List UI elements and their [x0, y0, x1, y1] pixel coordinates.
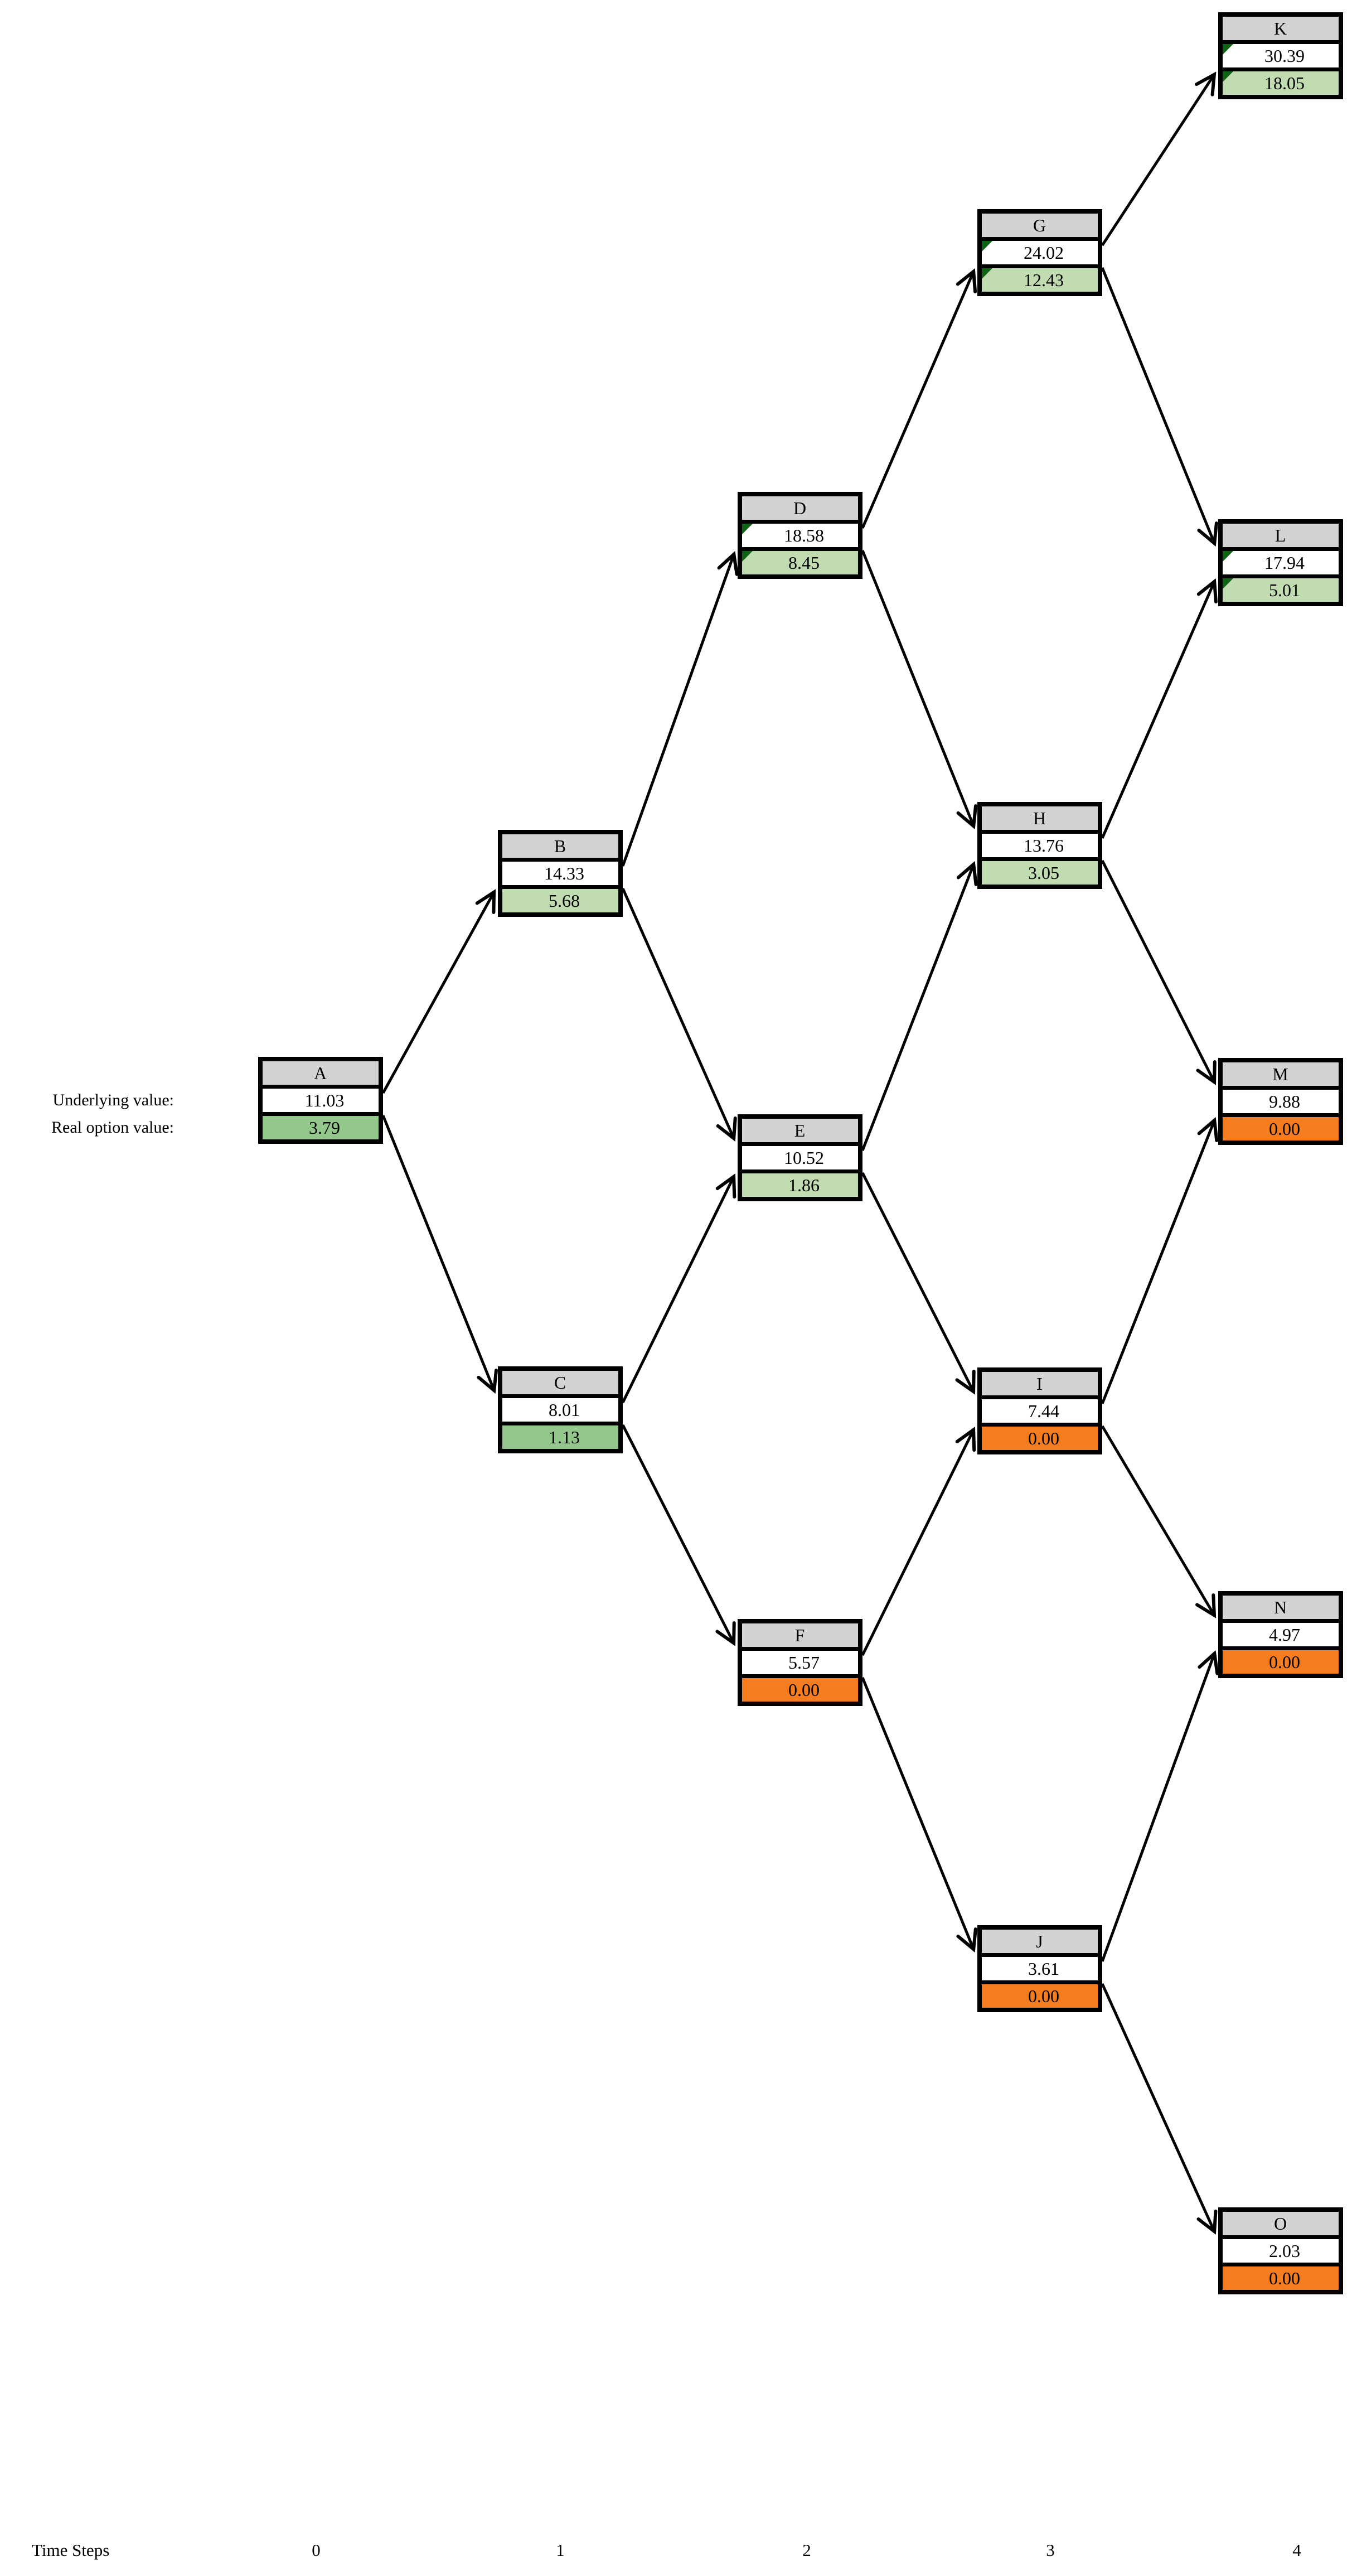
- node-letter: G: [982, 214, 1098, 237]
- real-option-value: 0.00: [1223, 1650, 1339, 1674]
- node-letter: L: [1223, 524, 1339, 547]
- edge-E-to-H: [861, 863, 974, 1151]
- underlying-value: 3.61: [982, 1957, 1098, 1980]
- edge-B-to-E: [621, 887, 734, 1139]
- underlying-value: 4.97: [1223, 1623, 1339, 1646]
- real-option-value-label: Real option value:: [51, 1118, 174, 1137]
- edge-B-to-D: [621, 553, 734, 867]
- node-letter: O: [1223, 2212, 1339, 2235]
- edge-D-to-G: [861, 270, 974, 529]
- edge-G-to-L: [1101, 267, 1215, 544]
- axis-tick-0: 0: [312, 2540, 321, 2560]
- edge-C-to-E: [621, 1176, 734, 1404]
- underlying-value: 10.52: [742, 1146, 858, 1169]
- real-option-value: 3.79: [263, 1116, 379, 1139]
- real-option-value: 0.00: [982, 1984, 1098, 2008]
- edge-J-to-O: [1101, 1983, 1215, 2232]
- edge-E-to-I: [861, 1172, 974, 1393]
- axis-tick-3: 3: [1046, 2540, 1055, 2560]
- underlying-value: 18.58: [742, 524, 858, 547]
- underlying-value: 9.88: [1223, 1090, 1339, 1113]
- edge-A-to-B: [381, 891, 496, 1094]
- tree-node-D: D 18.58 8.45: [738, 492, 862, 579]
- cell-corner-flag-icon: [742, 524, 753, 534]
- real-option-value: 1.86: [742, 1173, 858, 1197]
- edge-D-to-H: [861, 550, 974, 827]
- tree-node-N: N 4.97 0.00: [1218, 1591, 1343, 1678]
- node-letter: I: [982, 1372, 1098, 1395]
- tree-node-C: C 8.01 1.13: [498, 1366, 623, 1453]
- axis-tick-4: 4: [1292, 2540, 1301, 2560]
- cell-corner-flag-icon: [1223, 71, 1233, 82]
- tree-node-M: M 9.88 0.00: [1218, 1058, 1343, 1145]
- underlying-value: 13.76: [982, 834, 1098, 857]
- edge-J-to-N: [1101, 1652, 1215, 1962]
- real-option-value: 18.05: [1223, 71, 1339, 95]
- real-option-value: 5.68: [502, 889, 618, 912]
- tree-node-O: O 2.03 0.00: [1218, 2207, 1343, 2294]
- edge-H-to-L: [1101, 581, 1215, 839]
- axis-tick-2: 2: [802, 2540, 811, 2560]
- edge-F-to-J: [861, 1677, 974, 1950]
- real-option-value: 8.45: [742, 551, 858, 574]
- tree-node-H: H 13.76 3.05: [977, 802, 1102, 889]
- real-option-value: 12.43: [982, 268, 1098, 292]
- real-option-value: 0.00: [982, 1427, 1098, 1450]
- real-option-value: 0.00: [1223, 1117, 1339, 1140]
- underlying-value: 11.03: [263, 1089, 379, 1112]
- cell-corner-flag-icon: [1223, 551, 1233, 562]
- cell-corner-flag-icon: [982, 268, 992, 279]
- node-letter: A: [263, 1061, 379, 1085]
- node-letter: E: [742, 1119, 858, 1142]
- edge-I-to-N: [1101, 1425, 1215, 1616]
- underlying-value: 7.44: [982, 1399, 1098, 1423]
- underlying-value: 5.57: [742, 1651, 858, 1674]
- tree-node-I: I 7.44 0.00: [977, 1367, 1102, 1454]
- time-steps-axis-title: Time Steps: [32, 2540, 110, 2560]
- edge-C-to-F: [621, 1424, 734, 1644]
- edge-A-to-C: [381, 1115, 495, 1391]
- edge-H-to-M: [1101, 859, 1215, 1083]
- cell-corner-flag-icon: [1223, 44, 1233, 55]
- tree-node-G: G 24.02 12.43: [977, 209, 1102, 296]
- underlying-value: 8.01: [502, 1398, 618, 1422]
- real-option-value: 5.01: [1223, 578, 1339, 602]
- node-letter: H: [982, 806, 1098, 830]
- real-option-value: 3.05: [982, 861, 1098, 885]
- node-letter: D: [742, 496, 858, 520]
- cell-corner-flag-icon: [1223, 578, 1233, 589]
- tree-node-K: K 30.39 18.05: [1218, 12, 1343, 99]
- edge-G-to-K: [1101, 74, 1215, 247]
- node-letter: C: [502, 1371, 618, 1394]
- underlying-value: 30.39: [1223, 44, 1339, 67]
- tree-node-J: J 3.61 0.00: [977, 1925, 1102, 2012]
- tree-node-A: A 11.03 3.79: [258, 1057, 383, 1144]
- underlying-value: 24.02: [982, 241, 1098, 264]
- tree-node-E: E 10.52 1.86: [738, 1114, 862, 1201]
- tree-node-B: B 14.33 5.68: [498, 830, 623, 917]
- real-option-value: 1.13: [502, 1425, 618, 1449]
- real-option-value: 0.00: [742, 1678, 858, 1702]
- underlying-value-label: Underlying value:: [52, 1091, 174, 1109]
- node-letter: K: [1223, 17, 1339, 40]
- underlying-value: 17.94: [1223, 551, 1339, 574]
- node-letter: M: [1223, 1062, 1339, 1086]
- tree-node-F: F 5.57 0.00: [738, 1619, 862, 1706]
- real-option-value: 0.00: [1223, 2266, 1339, 2290]
- edge-F-to-I: [861, 1429, 974, 1656]
- node-letter: J: [982, 1930, 1098, 1953]
- edge-I-to-M: [1101, 1119, 1215, 1404]
- node-letter: B: [502, 834, 618, 858]
- axis-tick-1: 1: [556, 2540, 565, 2560]
- node-letter: F: [742, 1623, 858, 1647]
- cell-corner-flag-icon: [982, 241, 992, 252]
- node-letter: N: [1223, 1596, 1339, 1619]
- underlying-value: 14.33: [502, 862, 618, 885]
- underlying-value: 2.03: [1223, 2239, 1339, 2263]
- cell-corner-flag-icon: [742, 551, 753, 562]
- tree-node-L: L 17.94 5.01: [1218, 519, 1343, 606]
